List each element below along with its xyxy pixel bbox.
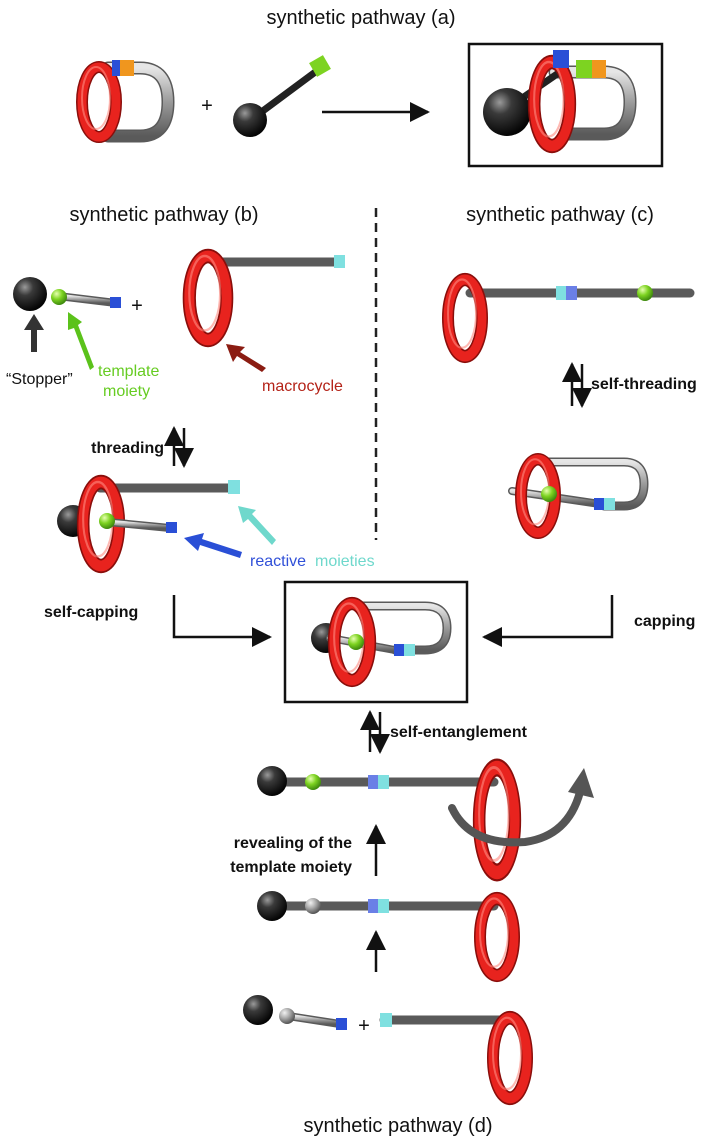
- pathway-d-dethreaded: [257, 766, 594, 873]
- pathway-d-macrocycle: [379, 1013, 527, 1098]
- title-pathway-d: synthetic pathway (d): [304, 1115, 493, 1137]
- template-label-line2: moiety: [103, 383, 150, 400]
- title-pathway-a: synthetic pathway (a): [267, 7, 456, 29]
- central-rotaxane: [311, 604, 452, 681]
- step-self-threading: self-threading: [591, 376, 697, 393]
- reactive-cube-orange: [120, 60, 134, 76]
- threading-arrows: [164, 426, 194, 468]
- pathway-b-macrocycle: [189, 255, 345, 340]
- macrocycle-pointer-arrow: [226, 344, 266, 372]
- stopper-pointer-arrow: [24, 314, 44, 352]
- reactive-label: reactive: [250, 553, 306, 570]
- pathway-c-macrocycle-axle: [448, 280, 695, 357]
- moieties-label: moieties: [315, 553, 375, 570]
- self-entanglement-arrows: [360, 710, 390, 754]
- plus-sign: +: [201, 95, 213, 117]
- plus-sign-b: +: [131, 295, 143, 317]
- pathway-a-rotaxane-product: [483, 50, 637, 146]
- step-revealing-line1: revealing of the: [234, 835, 352, 852]
- self-threading-arrows: [562, 362, 592, 408]
- title-pathway-c: synthetic pathway (c): [466, 204, 654, 226]
- stopper-sphere: [233, 103, 267, 137]
- pathway-c-self-threaded: [508, 459, 649, 533]
- step-capping: capping: [634, 613, 695, 630]
- rotation-arrow: [448, 788, 584, 847]
- pathway-d-masked-rotaxane: [257, 891, 514, 976]
- step-self-capping: self-capping: [44, 604, 138, 621]
- macrocycle-label: macrocycle: [262, 378, 343, 395]
- step-threading: threading: [91, 440, 164, 457]
- pathway-a-stopper-axle: [233, 55, 331, 137]
- reactive-pointer-arrow-blue: [184, 533, 242, 558]
- product-box-a: [467, 42, 664, 168]
- pathway-a-macrocycle: [82, 60, 175, 137]
- stopper-label: “Stopper”: [6, 371, 73, 388]
- capping-connector: [482, 595, 614, 647]
- template-label-line1: template: [98, 363, 159, 380]
- reactive-pointer-arrow-cyan: [238, 506, 276, 545]
- plus-sign-d: +: [358, 1015, 370, 1037]
- template-cube-green: [309, 55, 331, 77]
- step-revealing-line2: template moiety: [230, 859, 352, 876]
- title-pathway-b: synthetic pathway (b): [70, 204, 259, 226]
- product-box-central: [283, 580, 469, 704]
- template-pointer-arrow: [68, 312, 94, 370]
- pathway-b-pseudorotaxane: [57, 480, 240, 566]
- pathway-b-stopper-template: [13, 277, 121, 311]
- step-self-entanglement: self-entanglement: [390, 724, 528, 741]
- pathway-d-stopper-axle: [243, 995, 347, 1030]
- self-capping-connector: [172, 595, 272, 647]
